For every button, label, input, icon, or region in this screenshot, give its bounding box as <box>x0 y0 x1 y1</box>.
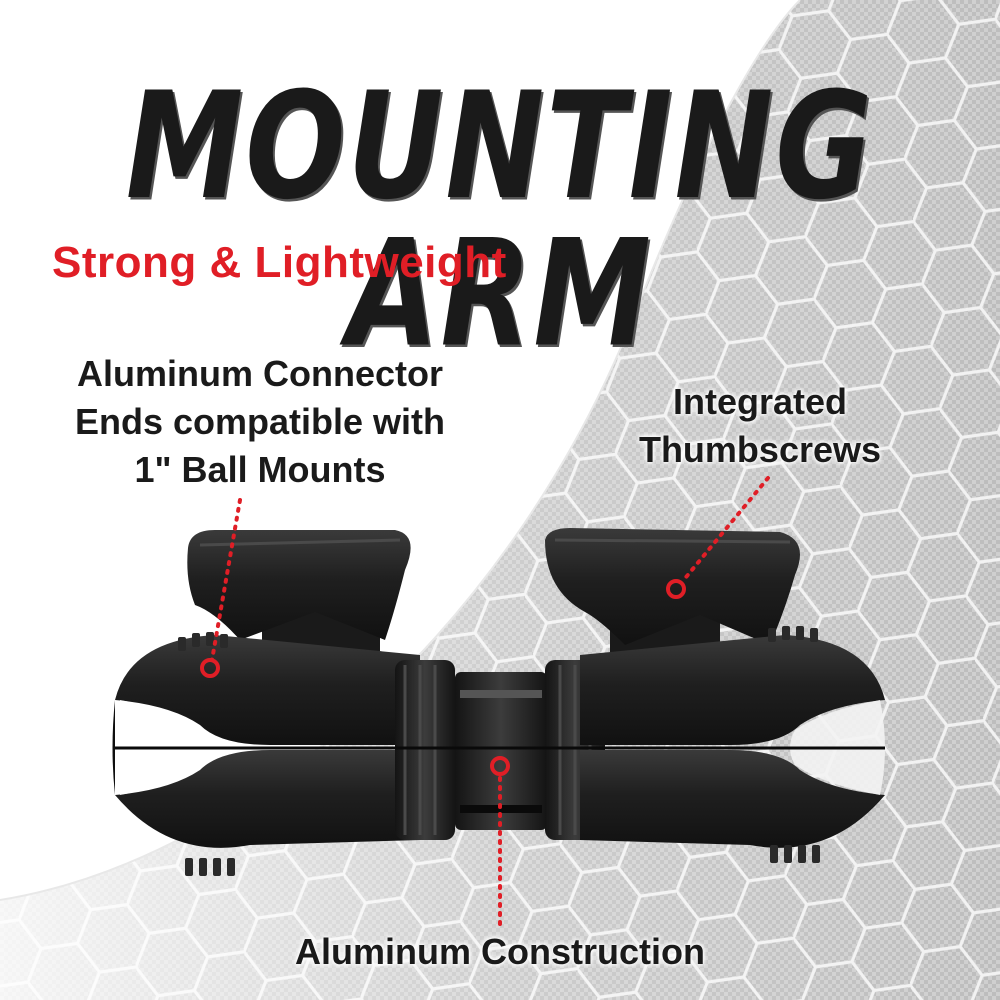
connector-callout-line-2: Ends compatible with <box>74 401 446 442</box>
connector-callout: Aluminum Connector Ends compatible with … <box>20 350 500 494</box>
right-clamp <box>545 626 885 863</box>
thumbscrews-callout-line-1: Integrated <box>672 381 848 422</box>
thumbscrew-pointer <box>666 476 770 599</box>
center-aluminum-collar <box>455 672 547 830</box>
headline: MOUNTING ARM <box>125 59 875 380</box>
left-clamp <box>112 632 455 876</box>
construction-pointer <box>490 756 510 932</box>
thumbscrews-callout-line-2: Thumbscrews <box>638 429 882 470</box>
construction-callout: Aluminum Construction <box>295 931 705 972</box>
subheadline: Strong & Lightweight <box>52 238 507 287</box>
connector-callout-line-1: Aluminum Connector <box>77 353 443 394</box>
thumbscrews-callout: Integrated Thumbscrews <box>590 378 930 474</box>
connector-pointer <box>200 498 242 678</box>
connector-callout-line-3: 1" Ball Mounts <box>134 449 386 490</box>
